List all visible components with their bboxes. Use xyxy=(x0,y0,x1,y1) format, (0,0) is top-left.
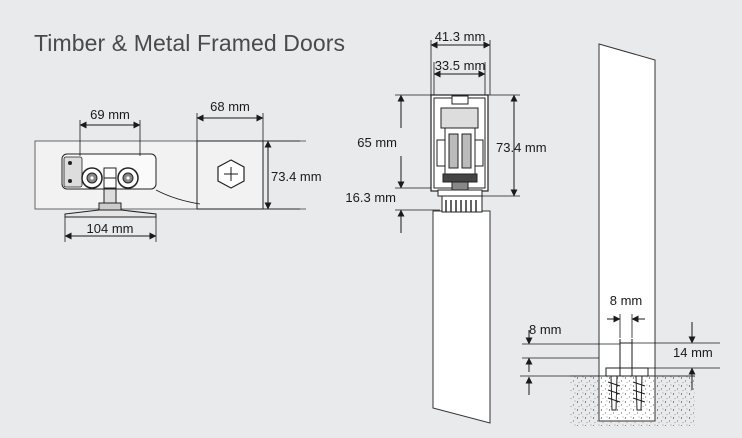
door-panel-section xyxy=(432,210,491,424)
section-view: 41.3 mm 33.5 mm 65 mm 73.4 mm 16.3 mm xyxy=(345,29,547,424)
page-title: Timber & Metal Framed Doors xyxy=(34,30,346,56)
dim-label-73-4-side: 73.4 mm xyxy=(271,169,322,184)
dim-label-33-5: 33.5 mm xyxy=(435,58,486,73)
dim-label-65: 65 mm xyxy=(357,135,397,150)
dim-label-41-3: 41.3 mm xyxy=(435,29,486,44)
dim-label-16-3: 16.3 mm xyxy=(345,190,396,205)
floor-guide-fin xyxy=(619,342,633,369)
dim-label-73-4-section: 73.4 mm xyxy=(496,140,547,155)
dim-label-68: 68 mm xyxy=(210,99,250,114)
dim-label-14: 14 mm xyxy=(673,345,713,360)
dim-label-8-left: 8 mm xyxy=(529,322,562,337)
floor-guide-plate xyxy=(605,367,649,377)
side-view: 69 mm 68 mm 73.4 mm 104 mm xyxy=(34,99,322,242)
dim-label-104: 104 mm xyxy=(87,221,134,236)
anchor-screws-icon xyxy=(607,375,646,411)
floor-concrete xyxy=(570,376,695,426)
dim-label-8-top: 8 mm xyxy=(610,293,643,308)
hanger-plate xyxy=(64,209,157,218)
floor-guide-view: 8 mm 8 mm 14 mm xyxy=(520,43,720,426)
dim-label-69: 69 mm xyxy=(90,107,130,122)
